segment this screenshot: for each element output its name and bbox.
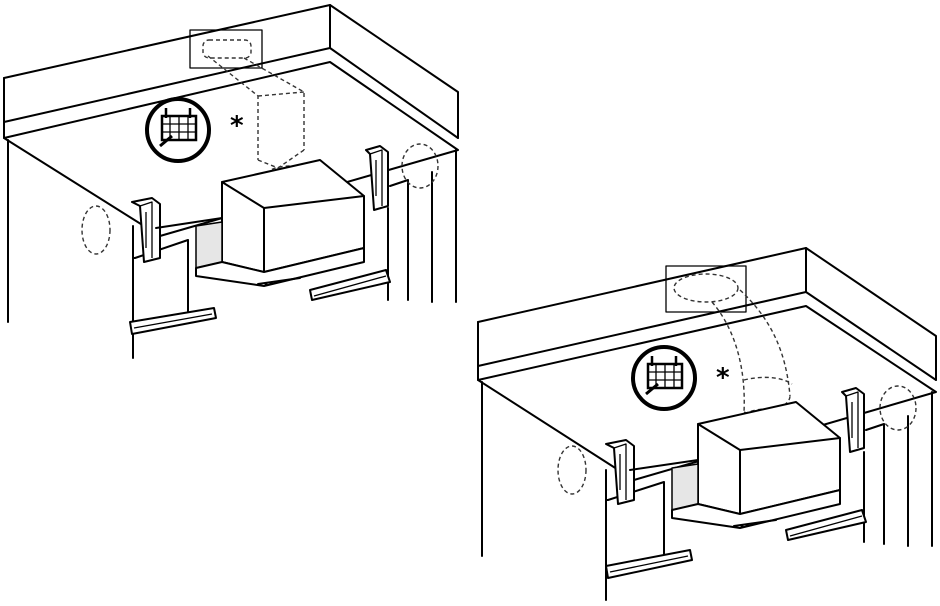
rail-lower-left bbox=[605, 549, 693, 579]
bracket-right bbox=[365, 145, 389, 211]
hood-unit bbox=[671, 401, 841, 529]
right-wall bbox=[865, 391, 933, 547]
ceiling-plane bbox=[477, 305, 937, 481]
installation-right: * bbox=[477, 247, 937, 601]
hood-unit bbox=[195, 159, 365, 287]
bracket-right bbox=[841, 387, 865, 453]
rail-lower-left bbox=[129, 307, 217, 335]
asterisk-note: * bbox=[716, 363, 730, 393]
wall-outlet-left bbox=[81, 205, 111, 255]
calendar-grid-icon bbox=[631, 345, 697, 411]
ceiling-vent bbox=[665, 265, 747, 313]
bracket-left bbox=[605, 439, 699, 505]
calendar-grid-icon bbox=[145, 97, 211, 163]
ducting-hidden bbox=[207, 55, 305, 169]
ceiling-plane bbox=[3, 61, 459, 237]
ceiling-soffit bbox=[477, 247, 937, 381]
installation-left: * bbox=[3, 4, 459, 359]
ceiling-soffit bbox=[3, 4, 459, 139]
bracket-left bbox=[131, 197, 223, 263]
wall-outlet-right bbox=[879, 385, 917, 431]
asterisk-note: * bbox=[230, 111, 244, 141]
ducting-hidden bbox=[711, 289, 791, 415]
ceiling-vent bbox=[189, 29, 263, 69]
rail-lower-right bbox=[309, 269, 391, 301]
cabinet-opening bbox=[132, 207, 389, 359]
cabinet-opening bbox=[605, 451, 865, 601]
rail-lower-right bbox=[785, 509, 867, 541]
wall-outlet-left bbox=[557, 445, 587, 495]
right-wall bbox=[389, 149, 457, 303]
wall-outlet-right bbox=[401, 143, 439, 189]
